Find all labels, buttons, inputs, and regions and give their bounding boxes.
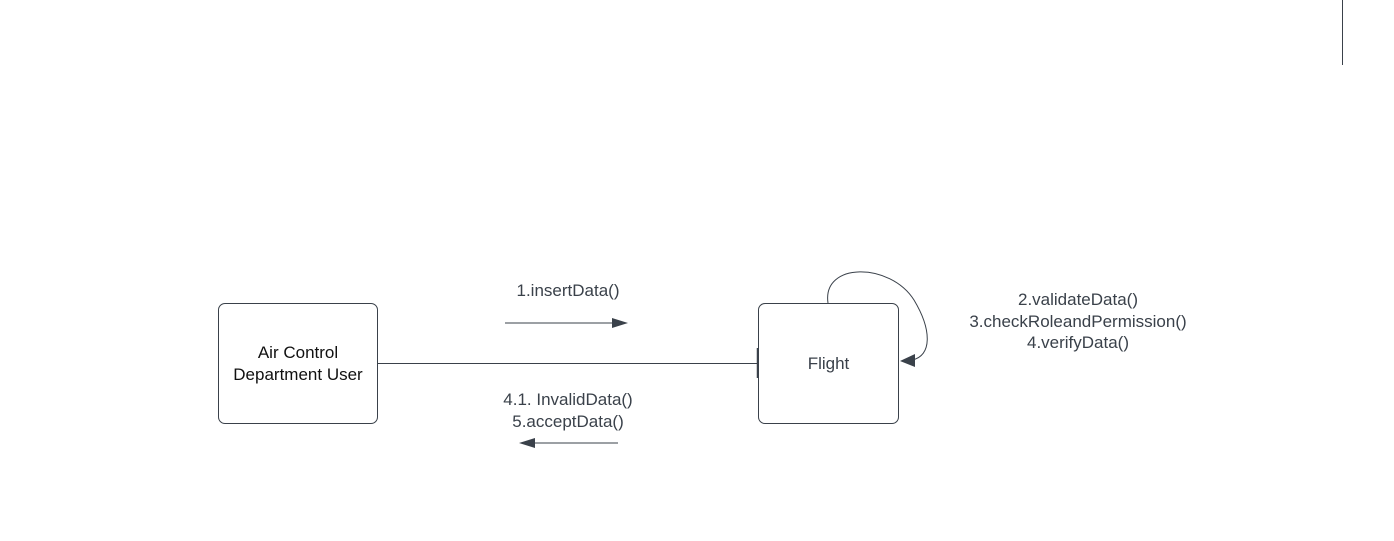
object-air-control-department-user[interactable]: Air Control Department User — [218, 303, 378, 424]
object-label: Flight — [807, 353, 850, 373]
self-message-label: 2.validateData() 3.checkRoleandPermissio… — [969, 290, 1187, 352]
backward-message-arrow[interactable] — [519, 438, 618, 448]
backward-message-label: 4.1. InvalidData() 5.acceptData() — [503, 390, 633, 431]
self-message-loop[interactable] — [827, 271, 928, 367]
object-label: Air Control Department User — [233, 342, 363, 384]
forward-message-label: 1.insertData() — [516, 281, 620, 300]
forward-message-arrow[interactable] — [505, 318, 628, 328]
object-flight[interactable]: Flight — [758, 303, 899, 424]
